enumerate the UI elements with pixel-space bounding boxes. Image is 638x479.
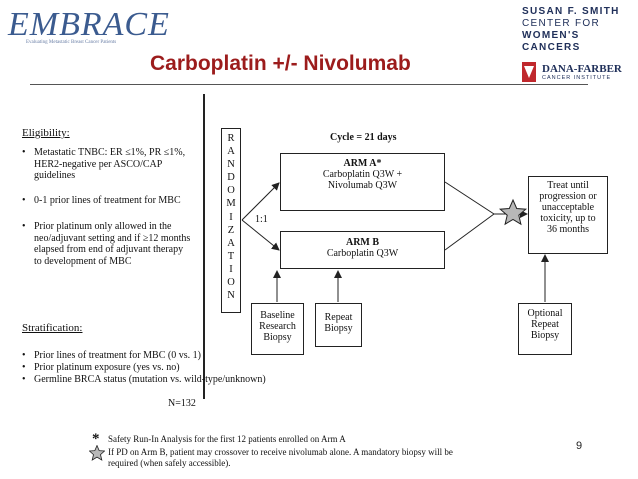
arrow-to-arm-b xyxy=(241,219,280,251)
arrow-to-arm-a xyxy=(241,182,280,221)
ratio-label: 1:1 xyxy=(255,214,268,225)
footnote-star-icon xyxy=(89,445,105,461)
title-divider xyxy=(30,84,588,85)
sample-size: N=132 xyxy=(168,398,196,409)
eligibility-item: •0-1 prior lines of treatment for MBC xyxy=(22,195,181,206)
dana-farber-sub: CANCER INSTITUTE xyxy=(542,75,612,81)
page-number: 9 xyxy=(576,440,583,452)
arm-b-to-junction xyxy=(444,213,495,251)
star-footnote-line-1: If PD on Arm B, patient may crossover to… xyxy=(108,447,453,457)
arm-b-box: ARM B Carboplatin Q3W xyxy=(280,231,445,269)
stratification-item: •Germline BRCA status (mutation vs. wild… xyxy=(22,374,266,385)
ssc-line-1: SUSAN F. SMITH xyxy=(522,6,620,17)
randomization-box: R A N D O M I Z A T I O N xyxy=(221,128,241,313)
embrace-logo-tagline: Evaluating Metastatic Breast Cancer Pati… xyxy=(26,40,117,45)
column-divider xyxy=(203,94,205,399)
ssc-line-2: CENTER FOR xyxy=(522,18,600,29)
cycle-label: Cycle = 21 days xyxy=(330,132,397,143)
stratification-heading: Stratification: xyxy=(22,322,83,334)
stratification-item: •Prior lines of treatment for MBC (0 vs.… xyxy=(22,350,201,361)
asterisk-footnote: Safety Run-In Analysis for the first 12 … xyxy=(108,434,346,444)
arm-a-to-junction xyxy=(444,181,495,215)
dana-farber-mark-icon xyxy=(522,62,536,82)
eligibility-item: •Prior platinum only allowed in the neo/… xyxy=(22,221,191,267)
asterisk-symbol: * xyxy=(92,431,100,447)
star-footnote-line-2: required (when safely accessible). xyxy=(108,458,231,468)
ssc-line-3: WOMEN'S CANCERS xyxy=(522,30,581,53)
embrace-logo: EMBRACE Evaluating Metastatic Breast Can… xyxy=(8,6,170,52)
crossover-star-icon xyxy=(498,198,528,226)
baseline-biopsy-box: Baseline Research Biopsy xyxy=(251,303,304,355)
treatment-duration-box: Treat until progression or unacceptable … xyxy=(528,176,608,254)
optional-biopsy-box: Optional Repeat Biopsy xyxy=(518,303,572,355)
arm-b-title: ARM B xyxy=(345,237,380,248)
embrace-logo-word: EMBRACE xyxy=(8,6,170,43)
eligibility-item: •Metastatic TNBC: ER ≤1%, PR ≤1%, HER2-n… xyxy=(22,147,186,181)
dana-farber-name: DANA-FARBER xyxy=(542,63,622,75)
arm-a-title: ARM A* xyxy=(343,158,382,169)
arm-a-box: ARM A* Carboplatin Q3W + Nivolumab Q3W xyxy=(280,153,445,211)
repeat-biopsy-box: Repeat Biopsy xyxy=(315,303,362,347)
dana-farber-logo: DANA-FARBER CANCER INSTITUTE xyxy=(522,62,622,84)
stratification-item: •Prior platinum exposure (yes vs. no) xyxy=(22,362,180,373)
page-title: Carboplatin +/- Nivolumab xyxy=(150,52,411,75)
susan-smith-logo: SUSAN F. SMITH CENTER FOR WOMEN'S CANCER… xyxy=(522,6,638,54)
eligibility-heading: Eligibility: xyxy=(22,127,70,139)
